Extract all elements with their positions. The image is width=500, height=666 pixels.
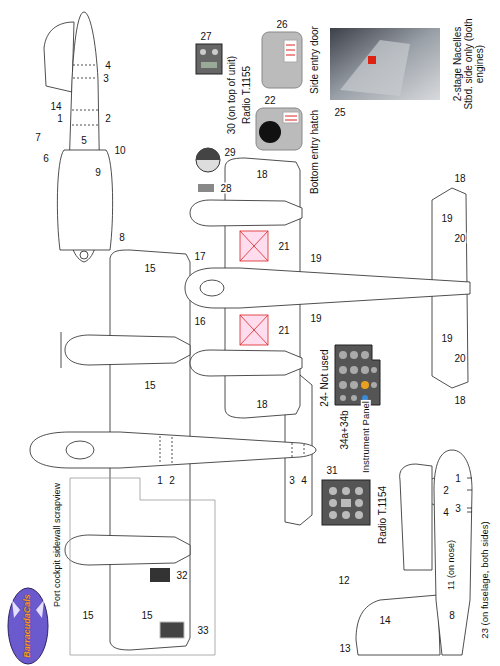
- note-text: 34a+34b: [339, 409, 350, 450]
- callout-number: 19: [440, 213, 453, 224]
- callout-number: 29: [223, 147, 236, 158]
- callout-number: 8: [118, 232, 126, 243]
- radio-t1155: [196, 44, 222, 192]
- callout-number: 15: [140, 610, 153, 621]
- callout-number: 4: [104, 60, 112, 71]
- callout-number: 1: [454, 473, 462, 484]
- callout-number: 3: [454, 503, 462, 514]
- entry-doors: [256, 32, 302, 150]
- callout-number: 26: [275, 19, 288, 30]
- callout-number: 21: [277, 241, 290, 252]
- callout-number: 5: [80, 135, 88, 146]
- callout-number: 33: [196, 625, 209, 636]
- callout-number: 19: [309, 253, 322, 264]
- nacelle-photo: [330, 28, 440, 100]
- note-text: Bottom entry hatch: [309, 109, 320, 195]
- instrument-panel: [335, 345, 380, 405]
- logo-badge: [8, 588, 48, 664]
- callout-number: 2: [442, 485, 450, 496]
- callout-number: 10: [113, 145, 126, 156]
- callout-number: 20: [453, 353, 466, 364]
- callout-number: 19: [440, 333, 453, 344]
- note-text: 23 (on fuselage, both sides): [480, 520, 490, 639]
- callout-number: 6: [42, 153, 50, 164]
- callout-number: 12: [337, 575, 350, 586]
- callout-number: 22: [263, 95, 276, 106]
- callout-number: 25: [333, 107, 346, 118]
- under-view: [185, 158, 470, 418]
- side-view-port: [44, 12, 113, 262]
- callout-number: 15: [81, 610, 94, 621]
- brand-logo: BarracudaCals: [23, 593, 33, 659]
- callout-number: 18: [255, 399, 268, 410]
- callout-number: 27: [199, 31, 212, 42]
- callout-number: 32: [175, 570, 188, 581]
- note-text: 11 (on nose): [447, 539, 457, 591]
- radio-t1154: [322, 480, 370, 525]
- note-text: Side entry door: [309, 25, 320, 95]
- callout-number: 18: [255, 169, 268, 180]
- callout-number: 1: [156, 475, 164, 486]
- callout-number: 3: [288, 475, 296, 486]
- note-text: Instrument Panel: [361, 400, 371, 474]
- callout-number: 3: [102, 73, 110, 84]
- scrapview-outline: [70, 478, 215, 655]
- callout-number: 7: [34, 132, 42, 143]
- callout-number: 2: [104, 113, 112, 124]
- callout-number: 14: [378, 615, 391, 626]
- callout-number: 13: [338, 643, 351, 654]
- note-text: 24- Not used: [319, 348, 330, 407]
- callout-number: 17: [193, 251, 206, 262]
- side-view-stbd: [356, 450, 472, 655]
- decal-33: [160, 622, 184, 638]
- callout-number: 9: [94, 167, 102, 178]
- callout-number: 16: [193, 316, 206, 327]
- callout-number: 4: [300, 475, 308, 486]
- callout-number: 8: [448, 610, 456, 621]
- callout-number: 14: [49, 101, 62, 112]
- callout-number: 15: [143, 380, 156, 391]
- note-text: Port cockpit sidewall scrapview: [53, 482, 63, 608]
- callout-number: 21: [277, 325, 290, 336]
- note-text: 2-stage Nacelles Stbd. side only (both e…: [452, 17, 485, 111]
- callout-number: 4: [442, 507, 450, 518]
- callout-number: 31: [325, 465, 338, 476]
- callout-number: 2: [168, 475, 176, 486]
- callout-number: 18: [453, 173, 466, 184]
- callout-number: 28: [219, 183, 232, 194]
- note-text: Radio T.1155: [241, 65, 252, 125]
- note-text: 30 (on top of unit): [226, 55, 237, 135]
- callout-number: 20: [453, 233, 466, 244]
- callout-number: 15: [143, 263, 156, 274]
- callout-number: 1: [56, 113, 64, 124]
- decal-32: [150, 568, 170, 582]
- callout-number: 18: [453, 395, 466, 406]
- callout-number: 19: [309, 313, 322, 324]
- note-text: Radio T.1154: [377, 485, 388, 545]
